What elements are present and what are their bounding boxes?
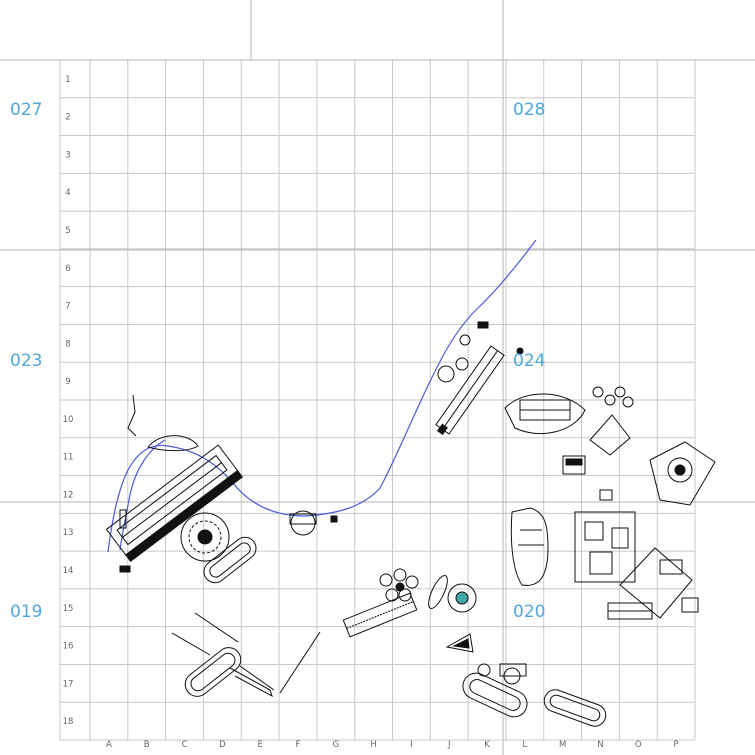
river-line: [107, 239, 537, 553]
oval-plaza-west: [147, 435, 199, 452]
row-label: 18: [63, 717, 74, 727]
building-cluster-riverside: [435, 321, 524, 436]
row-label: 5: [65, 226, 70, 236]
building-cluster-south-central: [342, 568, 477, 653]
column-label: C: [182, 740, 188, 750]
column-label: F: [296, 740, 301, 750]
row-label: 7: [65, 302, 70, 312]
column-label: O: [635, 740, 642, 750]
column-label: D: [219, 740, 226, 750]
row-label: 4: [65, 188, 70, 198]
river-line-branch: [119, 439, 166, 551]
sheet-label: 020: [513, 602, 545, 622]
row-label: 12: [63, 490, 74, 500]
sheet-label: 019: [10, 602, 42, 622]
row-label: 15: [63, 604, 74, 614]
column-label: N: [597, 740, 603, 750]
row-label: 2: [65, 113, 70, 123]
river-line-north: [127, 394, 137, 437]
row-label: 13: [63, 528, 74, 538]
column-label: I: [410, 740, 413, 750]
row-label: 14: [63, 566, 74, 576]
column-label: P: [674, 740, 679, 750]
row-label: 6: [65, 264, 70, 274]
column-label: K: [484, 740, 490, 750]
column-label: E: [257, 740, 262, 750]
sheet-label: 028: [513, 100, 545, 120]
column-label: A: [106, 740, 112, 750]
grid-lines: [59, 59, 696, 741]
column-label: J: [447, 740, 451, 750]
column-label: G: [332, 740, 339, 750]
row-label: 8: [65, 339, 70, 349]
row-label: 3: [65, 150, 70, 160]
row-label: 11: [63, 453, 74, 463]
building-cluster-southwest: [171, 612, 321, 698]
sheet-label: 027: [10, 100, 42, 120]
column-label: M: [559, 740, 566, 750]
sheet-label: 023: [10, 351, 42, 371]
column-label: L: [522, 740, 527, 750]
column-label: H: [370, 740, 376, 750]
building-cluster-west: [105, 435, 257, 584]
row-label: 1: [65, 75, 70, 85]
row-label: 17: [63, 679, 74, 689]
sheet-label: 024: [513, 351, 545, 371]
building-cluster-southeast: [462, 663, 607, 727]
column-label: B: [144, 740, 150, 750]
row-label: 16: [63, 642, 74, 652]
row-label: 10: [63, 415, 74, 425]
sheet-labels: 027 028 023 024 019 020: [10, 100, 545, 622]
row-label: 9: [65, 377, 70, 387]
building-cluster-central: [289, 510, 338, 536]
building-cluster-east: [504, 386, 716, 620]
column-labels: A B C D E F G H I J K L M N O P: [106, 740, 679, 750]
